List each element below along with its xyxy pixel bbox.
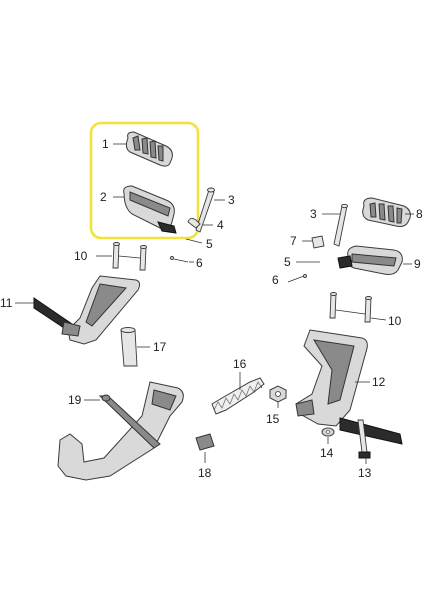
part-17-spacer (120, 327, 138, 367)
part-16-spring (211, 377, 265, 415)
callout-6-left: 6 (196, 256, 203, 270)
part-11-bracket-left (33, 275, 141, 345)
callout-11: 11 (0, 296, 13, 310)
callout-17: 17 (153, 340, 167, 354)
callout-10-left: 10 (74, 249, 88, 263)
part-7-clip (311, 235, 325, 249)
callout-14: 14 (320, 446, 334, 460)
callout-3-left: 3 (228, 193, 235, 207)
highlight-box (89, 121, 200, 240)
callout-15: 15 (266, 412, 280, 426)
callout-1: 1 (102, 137, 109, 151)
part-19-brake-lever (57, 381, 184, 481)
callout-3-right: 3 (310, 207, 317, 221)
callout-2: 2 (100, 190, 107, 204)
part-15-nut (269, 385, 287, 403)
part-2-footpeg (123, 185, 177, 234)
part-10-pins-right (329, 292, 372, 323)
part-6-cotter-left (170, 256, 189, 263)
callout-19: 19 (68, 393, 82, 407)
part-4-clip (187, 217, 201, 229)
part-3-pin-right (333, 203, 348, 247)
part-8-footpeg-cover (362, 197, 411, 227)
part-13-bolt (357, 419, 371, 459)
part-14-washer (321, 427, 335, 437)
callout-12: 12 (372, 375, 386, 389)
callout-5-left: 5 (206, 237, 213, 251)
callout-18: 18 (198, 466, 212, 480)
part-3-pin-left (195, 187, 215, 233)
part-18-bushing (195, 433, 215, 451)
part-1-footpeg-cover (125, 131, 173, 167)
callout-13: 13 (358, 466, 372, 480)
callout-10-right: 10 (388, 314, 402, 328)
part-12-bracket-right (295, 329, 403, 445)
callout-16: 16 (233, 357, 247, 371)
callout-8: 8 (416, 207, 423, 221)
callout-5-right: 5 (284, 255, 291, 269)
part-9-footpeg (337, 245, 403, 275)
callout-4: 4 (217, 218, 224, 232)
part-10-pins-left (112, 242, 147, 271)
callout-6-right: 6 (272, 273, 279, 287)
callout-9: 9 (414, 257, 421, 271)
callout-7: 7 (290, 234, 297, 248)
part-6-cotter-right (287, 274, 307, 283)
